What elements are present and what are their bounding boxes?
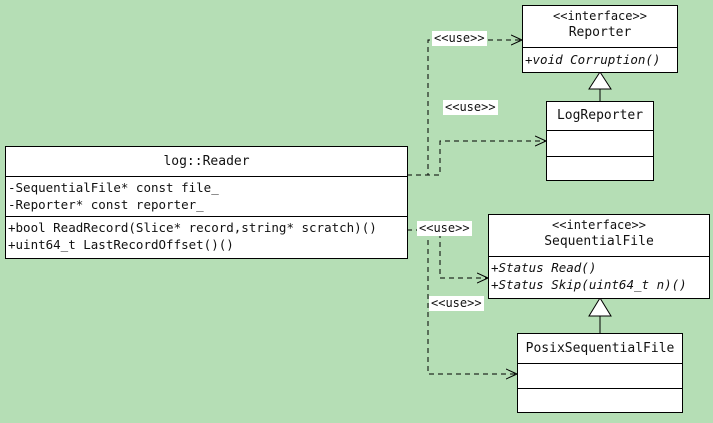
operations-section <box>518 388 682 412</box>
use-dependency-sequential-file <box>407 229 488 278</box>
attributes-section <box>547 130 653 156</box>
class-name: log::Reader <box>163 154 250 169</box>
class-posix-sequential-file[interactable]: PosixSequentialFile <box>517 333 683 413</box>
use-label-reporter: <<use>> <box>432 31 487 46</box>
operation-read: +Status Read() <box>491 260 597 275</box>
operation-last-record-offset: +uint64_t LastRecordOffset()() <box>8 237 234 252</box>
stereotype: <<interface>> <box>552 218 646 232</box>
class-log-reporter[interactable]: LogReporter <box>546 101 654 181</box>
operations-section: +bool ReadRecord(Slice* record,string* s… <box>6 216 407 253</box>
interface-sequential-file[interactable]: <<interface>> SequentialFile +Status Rea… <box>488 214 710 299</box>
interface-reporter[interactable]: <<interface>> Reporter +void Corruption(… <box>522 5 678 73</box>
operations-section: +void Corruption() <box>523 47 677 68</box>
interface-name: SequentialFile <box>544 234 654 249</box>
class-log-reader[interactable]: log::Reader -SequentialFile* const file_… <box>5 146 408 259</box>
use-label-sequential-file: <<use>> <box>417 221 472 236</box>
use-dependency-log-reporter <box>407 141 546 176</box>
operations-section <box>547 156 653 180</box>
operation-corruption: +void Corruption() <box>525 52 661 67</box>
interface-name: Reporter <box>568 25 632 40</box>
attributes-section <box>518 363 682 388</box>
realization-triangle-sequential-file <box>588 297 612 317</box>
realization-triangle-reporter <box>588 71 612 90</box>
attribute-file: -SequentialFile* const file_ <box>8 180 219 195</box>
class-name: LogReporter <box>556 108 644 123</box>
operation-read-record: +bool ReadRecord(Slice* record,string* s… <box>8 220 377 235</box>
operations-section: +Status Read() +Status Skip(uint64_t n)(… <box>489 256 709 293</box>
operation-skip: +Status Skip(uint64_t n)() <box>491 277 687 292</box>
use-label-posix: <<use>> <box>429 296 484 311</box>
class-name: PosixSequentialFile <box>525 341 675 356</box>
stereotype: <<interface>> <box>553 9 647 23</box>
use-label-log-reporter: <<use>> <box>443 100 498 115</box>
attribute-reporter: -Reporter* const reporter_ <box>8 197 204 212</box>
attributes-section: -SequentialFile* const file_ -Reporter* … <box>6 176 407 216</box>
